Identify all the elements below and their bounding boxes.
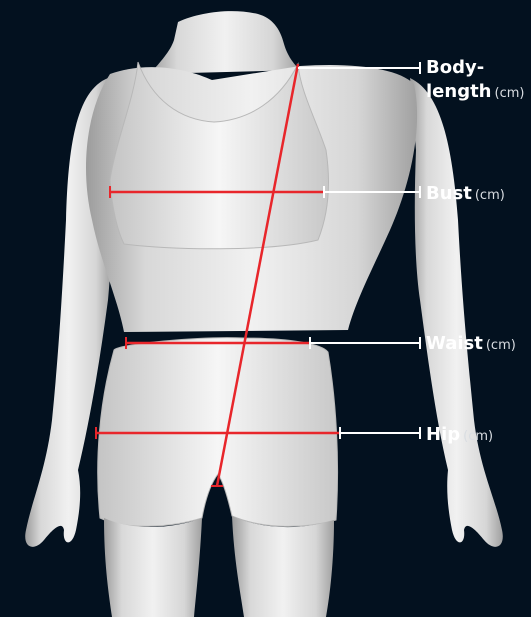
- waist-unit: (cm): [486, 338, 516, 353]
- body-length-label-text: length: [426, 81, 492, 102]
- right-thigh: [232, 516, 334, 617]
- bust-label-text: Bust: [426, 183, 472, 204]
- hip-label-text: Hip: [426, 424, 460, 445]
- neck: [150, 11, 300, 74]
- body-length-label: Body- length(cm): [426, 56, 524, 106]
- hip-unit: (cm): [463, 429, 493, 444]
- body-length-label-line2: length(cm): [426, 80, 524, 106]
- left-thigh: [104, 518, 202, 617]
- body-length-label-line1: Body-: [426, 57, 484, 78]
- right-arm: [410, 78, 503, 547]
- hip-label: Hip(cm): [426, 423, 493, 449]
- body-length-unit: (cm): [495, 86, 525, 101]
- waist-label-text: Waist: [426, 333, 483, 354]
- bust-label: Bust(cm): [426, 182, 505, 208]
- waist-label: Waist(cm): [426, 332, 516, 358]
- bust-unit: (cm): [475, 188, 505, 203]
